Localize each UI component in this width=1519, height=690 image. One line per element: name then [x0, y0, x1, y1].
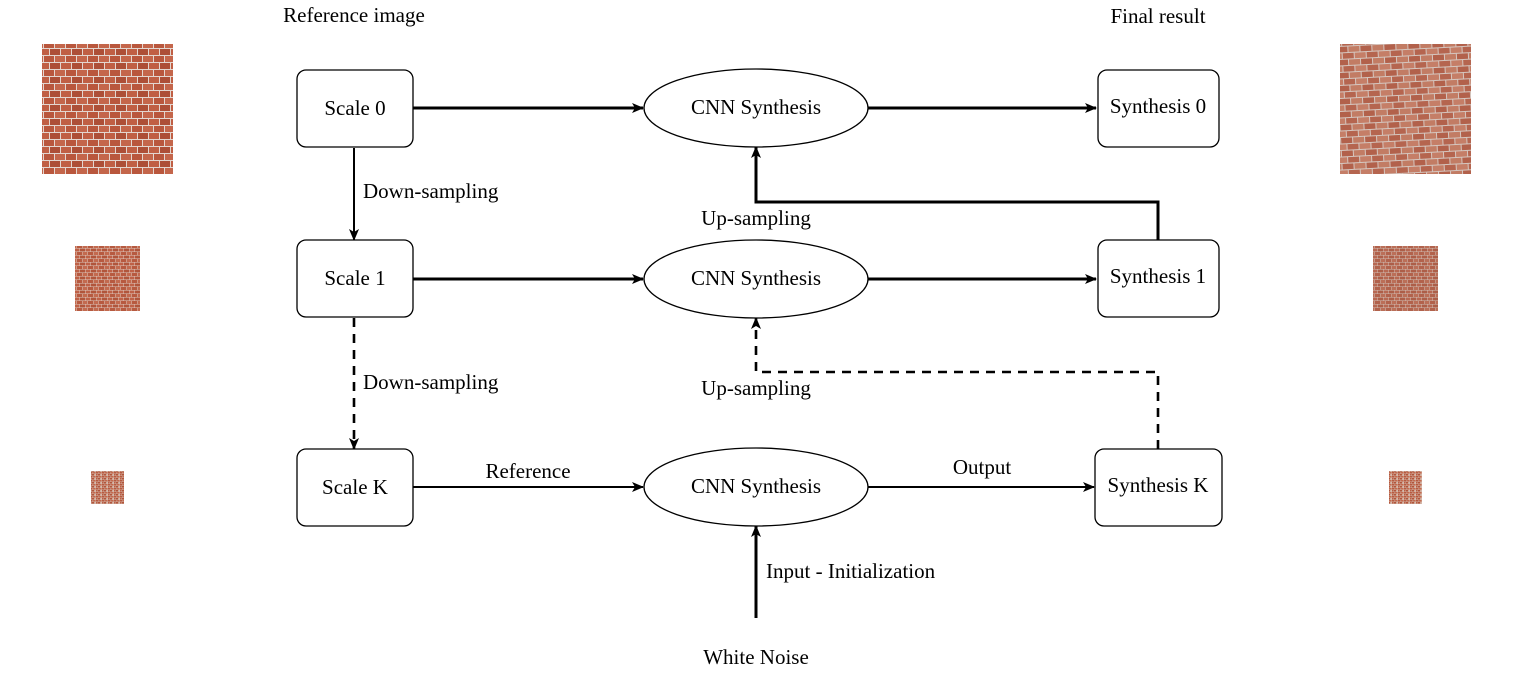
cnn-synthesis-k-node: CNN Synthesis	[643, 447, 869, 527]
scale-1-label: Scale 1	[324, 266, 385, 290]
scale-0-node: Scale 0	[296, 69, 414, 148]
synthesis-1-node: Synthesis 1	[1097, 239, 1220, 318]
cnn-synthesis-0-node: CNN Synthesis	[643, 68, 869, 148]
scale-1-node: Scale 1	[296, 239, 414, 318]
cnn-synthesis-1-label: CNN Synthesis	[691, 266, 821, 290]
cnn-synthesis-k-label: CNN Synthesis	[691, 474, 821, 498]
scale-k-node: Scale K	[296, 448, 414, 527]
input-initialization-label: Input - Initialization	[766, 559, 936, 583]
output-edge-label: Output	[953, 455, 1012, 479]
synthesis-k-label: Synthesis K	[1108, 473, 1209, 497]
up-sampling-label-1: Up-sampling	[701, 206, 811, 230]
down-sampling-label-2: Down-sampling	[363, 370, 499, 394]
final-result-heading: Final result	[1110, 4, 1205, 28]
cnn-synthesis-1-node: CNN Synthesis	[643, 239, 869, 319]
synthesis-1-label: Synthesis 1	[1110, 264, 1206, 288]
edge-synthesisk-to-cnn1	[751, 317, 1160, 449]
cnn-synthesis-0-label: CNN Synthesis	[691, 95, 821, 119]
scale-0-label: Scale 0	[324, 96, 385, 120]
edge-synthesis1-to-cnn0	[751, 146, 1160, 240]
synthesis-k-node: Synthesis K	[1094, 448, 1223, 527]
reference-scalek-image	[91, 471, 124, 504]
result-synthesis1-image	[1373, 246, 1438, 311]
reference-scale1-image	[75, 246, 140, 311]
reference-image-heading: Reference image	[283, 3, 425, 27]
synthesis-0-label: Synthesis 0	[1110, 94, 1206, 118]
result-synthesis0-image	[1340, 44, 1471, 174]
reference-scale0-image	[42, 44, 173, 174]
white-noise-label: White Noise	[703, 645, 809, 669]
up-sampling-label-2: Up-sampling	[701, 376, 811, 400]
scale-k-label: Scale K	[322, 475, 388, 499]
reference-edge-label: Reference	[485, 459, 570, 483]
synthesis-0-node: Synthesis 0	[1097, 69, 1220, 148]
result-synthesisk-image	[1389, 471, 1422, 504]
down-sampling-label-1: Down-sampling	[363, 179, 499, 203]
